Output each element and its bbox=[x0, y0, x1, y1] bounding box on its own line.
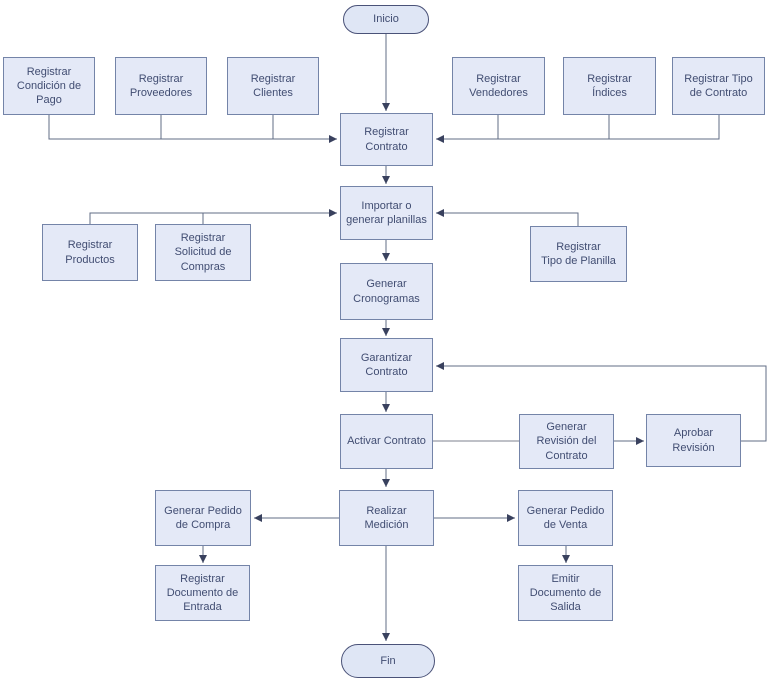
node-garantizar-contrato-label: Garantizar Contrato bbox=[360, 351, 413, 378]
node-registrar-solicitud-compras-label: Registrar Solicitud de Compras bbox=[174, 232, 232, 273]
node-registrar-contrato-label: Registrar Contrato bbox=[364, 126, 409, 153]
node-generar-revision-contrato: Generar Revisión del Contrato bbox=[519, 414, 614, 469]
node-aprobar-revision-label: Aprobar Revisión bbox=[672, 427, 715, 454]
node-generar-pedido-compra-label: Generar Pedido de Compra bbox=[164, 504, 242, 531]
node-registrar-solicitud-compras: Registrar Solicitud de Compras bbox=[155, 224, 251, 281]
node-realizar-medicion: Realizar Medición bbox=[339, 490, 434, 546]
node-realizar-medicion-label: Realizar Medición bbox=[364, 504, 409, 531]
node-importar-generar-planillas: Importar o generar planillas bbox=[340, 186, 433, 240]
node-activar-contrato-label: Activar Contrato bbox=[347, 435, 426, 448]
node-aprobar-revision: Aprobar Revisión bbox=[646, 414, 741, 467]
node-generar-cronogramas: Generar Cronogramas bbox=[340, 263, 433, 320]
edge-tipo-planilla-importar bbox=[436, 209, 579, 226]
node-registrar-condicion-pago-label: Registrar Condición de Pago bbox=[16, 65, 82, 107]
node-registrar-proveedores-label: Registrar Proveedores bbox=[129, 72, 193, 99]
node-registrar-vendedores-label: Registrar Vendedores bbox=[469, 72, 528, 99]
node-emitir-documento-salida: Emitir Documento de Salida bbox=[518, 565, 613, 621]
node-generar-pedido-venta: Generar Pedido de Venta bbox=[518, 490, 613, 546]
edge-tipo-contrato-registrar-contrato bbox=[436, 115, 720, 143]
edge-condicion-pago-registrar-contrato bbox=[48, 115, 337, 143]
node-registrar-tipo-contrato-label: Registrar Tipo de Contrato bbox=[684, 72, 753, 99]
node-registrar-tipo-contrato: Registrar Tipo de Contrato bbox=[672, 57, 765, 115]
node-registrar-productos: Registrar Productos bbox=[42, 224, 138, 281]
node-inicio-label: Inicio bbox=[373, 13, 399, 26]
node-generar-cronogramas-label: Generar Cronogramas bbox=[353, 278, 420, 305]
node-registrar-clientes: Registrar Clientes bbox=[227, 57, 319, 115]
node-registrar-proveedores: Registrar Proveedores bbox=[115, 57, 207, 115]
node-registrar-clientes-label: Registrar Clientes bbox=[250, 72, 296, 99]
node-registrar-documento-entrada: Registrar Documento de Entrada bbox=[155, 565, 250, 621]
node-generar-pedido-venta-label: Generar Pedido de Venta bbox=[526, 504, 605, 531]
node-inicio: Inicio bbox=[343, 5, 429, 34]
node-registrar-indices: Registrar Índices bbox=[563, 57, 656, 115]
node-importar-generar-planillas-label: Importar o generar planillas bbox=[346, 199, 427, 226]
node-registrar-tipo-planilla-label: Registrar Tipo de Planilla bbox=[541, 240, 616, 267]
node-activar-contrato: Activar Contrato bbox=[340, 414, 433, 469]
node-registrar-contrato: Registrar Contrato bbox=[340, 113, 433, 166]
node-generar-revision-contrato-label: Generar Revisión del Contrato bbox=[536, 421, 597, 462]
node-registrar-tipo-planilla: Registrar Tipo de Planilla bbox=[530, 226, 627, 282]
node-fin: Fin bbox=[341, 644, 435, 678]
node-registrar-indices-label: Registrar Índices bbox=[587, 72, 632, 99]
node-registrar-condicion-pago: Registrar Condición de Pago bbox=[3, 57, 95, 115]
node-generar-pedido-compra: Generar Pedido de Compra bbox=[155, 490, 251, 546]
node-garantizar-contrato: Garantizar Contrato bbox=[340, 338, 433, 392]
node-emitir-documento-salida-label: Emitir Documento de Salida bbox=[529, 572, 602, 614]
node-registrar-productos-label: Registrar Productos bbox=[65, 239, 115, 266]
edge-productos-importar bbox=[89, 209, 337, 224]
node-registrar-documento-entrada-label: Registrar Documento de Entrada bbox=[166, 572, 239, 614]
node-registrar-vendedores: Registrar Vendedores bbox=[452, 57, 545, 115]
node-fin-label: Fin bbox=[380, 654, 396, 667]
